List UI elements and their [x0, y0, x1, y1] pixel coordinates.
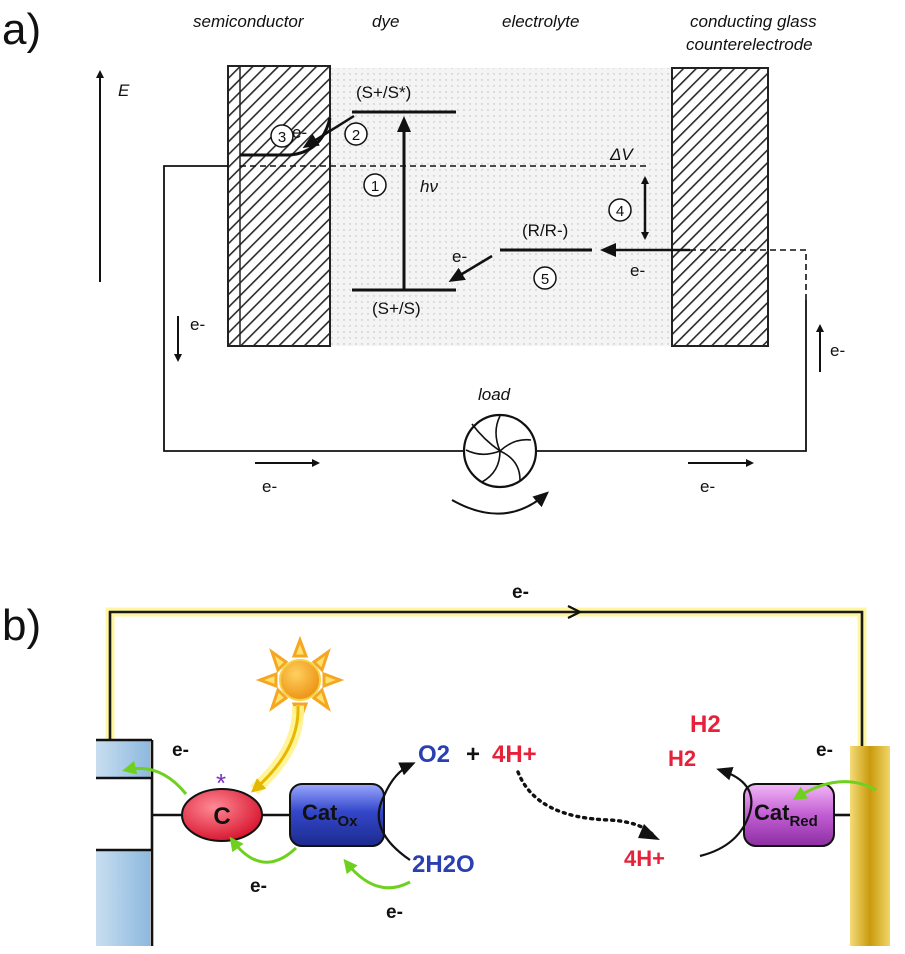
proton-transfer-arrow: [516, 770, 654, 836]
energy-axis-label: E: [118, 81, 130, 100]
header-counterelectrode: counterelectrode: [686, 35, 813, 54]
step-5-circle: [533, 266, 557, 290]
protons-label: 4H+: [492, 741, 537, 768]
cat-ox-box: [289, 783, 385, 847]
hydrogen-label-top: H2: [690, 711, 721, 738]
step-1-circle: [363, 173, 387, 197]
water-oxidation-arrow: [377, 762, 416, 861]
water-label: 2H2O: [412, 851, 475, 878]
circuit-electron-label-right: e-: [830, 341, 845, 360]
header-conducting-glass: conducting glass: [690, 12, 817, 31]
external-wire: [108, 610, 864, 746]
photon-label: hν: [420, 177, 438, 196]
step-2-circle: [344, 122, 368, 146]
injection-electron-arrow: [122, 760, 188, 795]
external-wire-glow: [105, 607, 867, 746]
cathode-electron-arrow: [792, 780, 877, 801]
wire-direction-arrow: [567, 605, 583, 619]
plus-sign: +: [466, 741, 480, 768]
step-4-number: 4: [616, 203, 624, 220]
cat-red-box: [743, 783, 835, 847]
proton-transfer-arrowhead: [638, 824, 660, 840]
injection-arrow: [302, 114, 355, 149]
step-2-number: 2: [352, 127, 360, 144]
circuit-electron-label-left: e-: [190, 315, 205, 334]
injection-electron-label: e-: [292, 123, 307, 142]
chromophore: [181, 788, 263, 842]
cat-to-chromophore-arrow: [229, 836, 298, 864]
cat-to-chromophore-label: e-: [250, 876, 267, 897]
light-ray-glow: [250, 705, 305, 795]
regeneration-electron-label: e-: [452, 247, 467, 266]
cathode-electron-label: e-: [816, 740, 833, 761]
load-rotation-arrow: [451, 491, 550, 515]
redox-level-label: (R/R-): [522, 221, 568, 240]
water-to-cat-label: e-: [386, 902, 403, 923]
circuit-electron-label-bottom-left: e-: [262, 477, 277, 496]
wire-electron-label: e-: [512, 582, 529, 603]
dye-ground-level-label: (S+/S): [372, 299, 421, 318]
header-dye: dye: [372, 12, 399, 31]
cat-red-label: CatRed: [754, 800, 818, 830]
voltage-label: ΔV: [609, 145, 634, 164]
injection-electron-label-b: e-: [172, 740, 189, 761]
light-ray-arrow: [250, 705, 300, 793]
external-circuit-wire: [163, 165, 807, 452]
water-to-cat-arrow: [343, 858, 411, 890]
semiconductor-block: [227, 65, 331, 347]
external-dashed-path: [690, 249, 807, 300]
header-electrolyte: electrolyte: [502, 12, 579, 31]
header-semiconductor: semiconductor: [193, 12, 305, 31]
step-4-circle: [608, 198, 632, 222]
step-3-number: 3: [278, 129, 286, 146]
proton-reduction-arrow: [699, 766, 753, 858]
counterelectrode-electron-label: e-: [630, 261, 645, 280]
cat-ox-label: CatOx: [302, 800, 358, 830]
step-1-number: 1: [371, 178, 379, 195]
cathode-electrode: [850, 746, 890, 946]
step-3-circle: [270, 124, 294, 148]
counterelectrode-block: [671, 67, 769, 347]
regeneration-arrow: [448, 254, 493, 283]
dye-excited-level-label: (S+/S*): [356, 83, 411, 102]
step-5-number: 5: [541, 271, 549, 288]
chromophore-label: C: [213, 803, 230, 830]
panel-b: b) e- C * CatOx CatRed: [2, 582, 890, 946]
hydrogen-label-bottom: H2: [668, 746, 696, 771]
panel-b-label: b): [2, 601, 41, 650]
panel-a: a) semiconductor dye electrolyte conduct…: [2, 5, 845, 515]
photoanode-electrode: [96, 738, 154, 946]
protons-cathode-label: 4H+: [624, 846, 665, 871]
load-label: load: [478, 385, 511, 404]
excited-star: *: [216, 768, 226, 798]
load-fan-icon: [462, 413, 538, 489]
oxygen-label: O2: [418, 741, 450, 768]
panel-a-label: a): [2, 5, 41, 54]
circuit-electron-label-bottom-right: e-: [700, 477, 715, 496]
